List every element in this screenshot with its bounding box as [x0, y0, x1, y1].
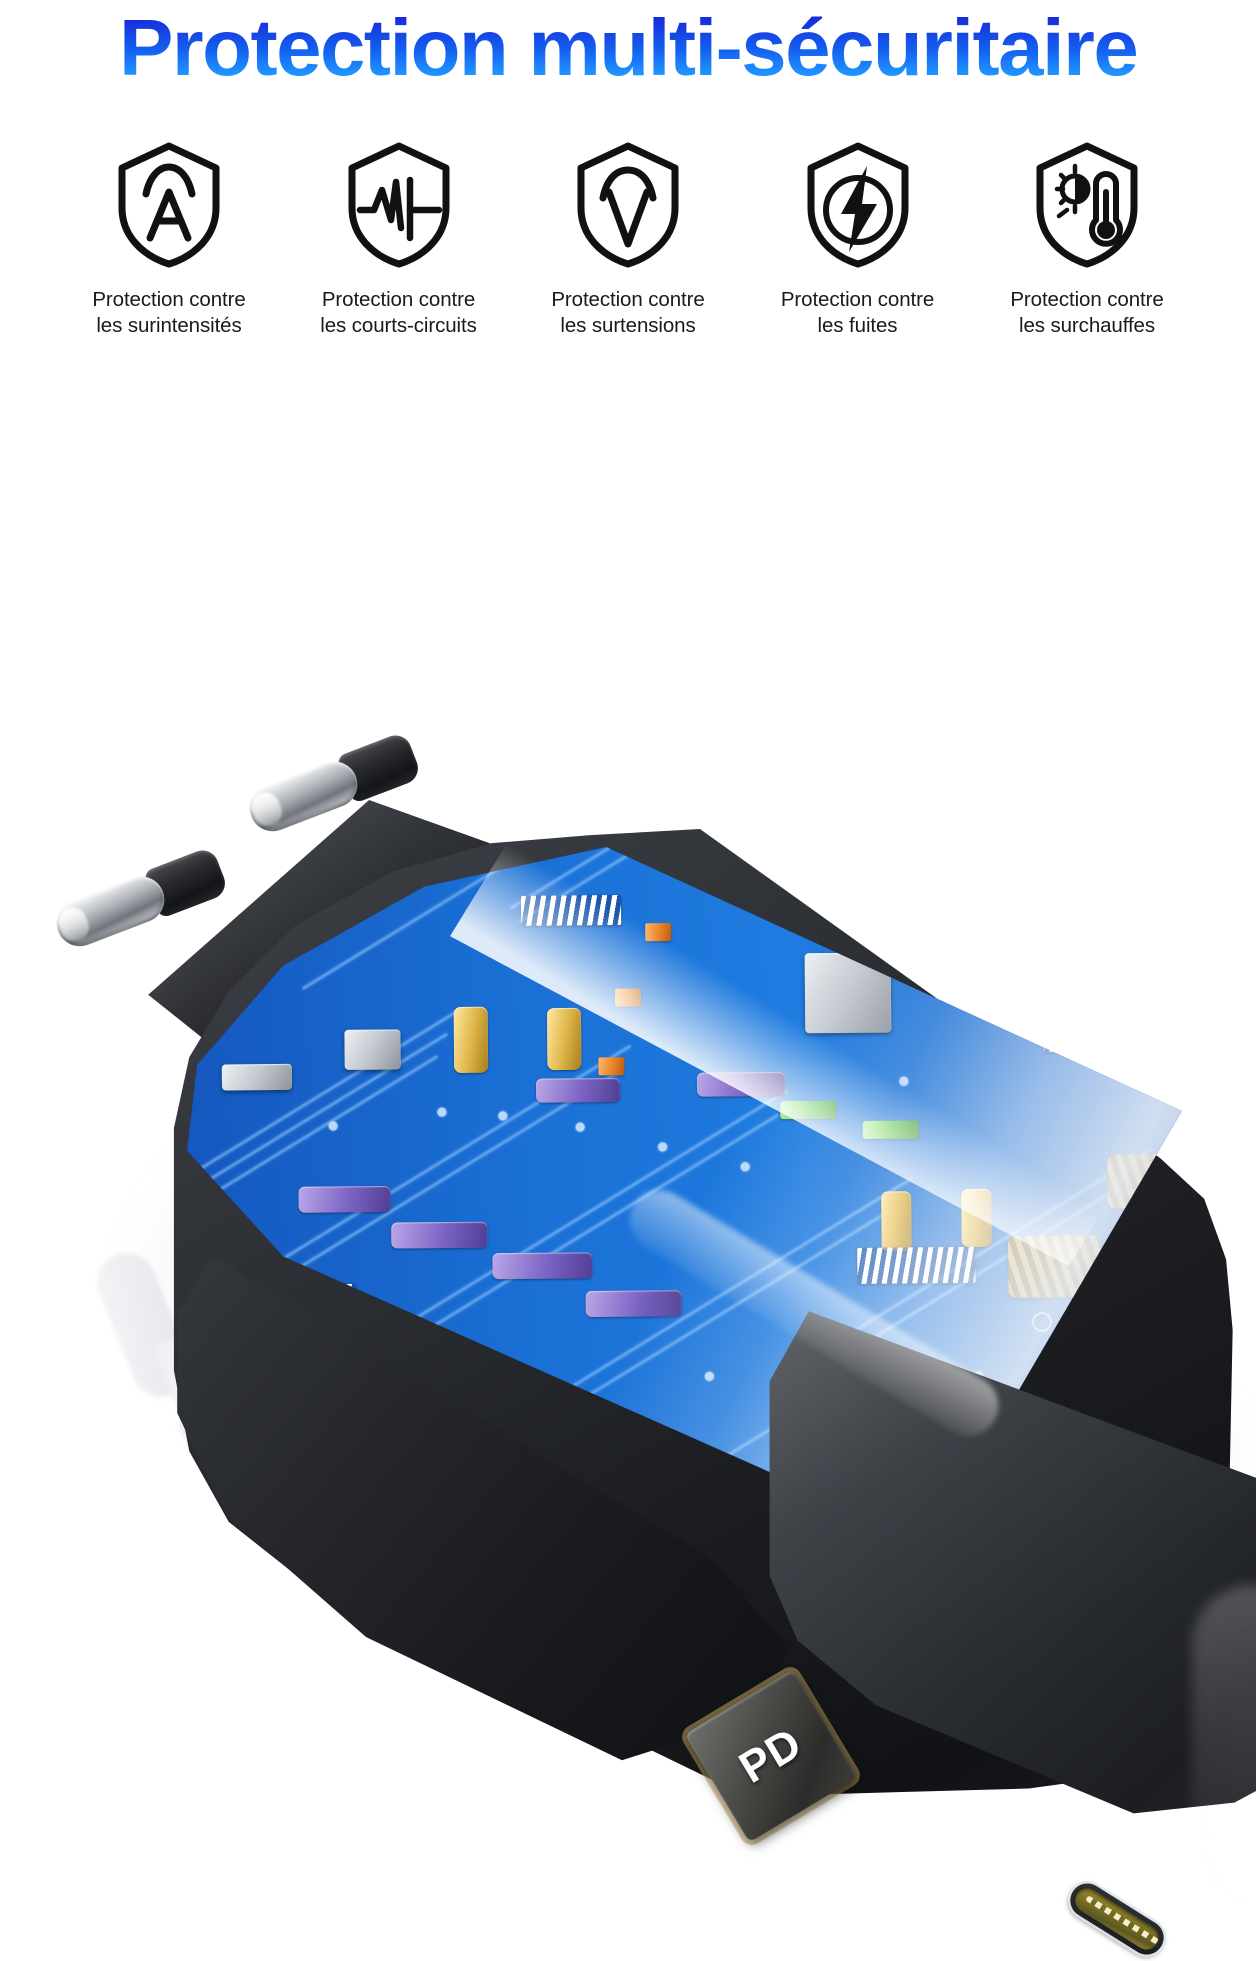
feature-label-line2: les fuites: [817, 313, 898, 337]
pcb-pin-header: [1043, 1023, 1134, 1053]
feature-item-overvoltage: Protection contre les surtensions: [519, 140, 737, 339]
feature-label-line2: les surchauffes: [1018, 313, 1155, 337]
pcb-resistor: [645, 923, 672, 942]
usb-c-port: [1063, 1877, 1171, 1961]
pcb-resistor-green: [780, 1100, 837, 1120]
cover-marking-dot: [1032, 1312, 1052, 1332]
feature-label-line1: Protection contre: [780, 288, 935, 311]
feature-label-overcurrent: Protection contre les surintensités: [92, 287, 245, 339]
pcb-capacitor-gold: [453, 1006, 489, 1074]
shield-lightning-icon: [805, 140, 911, 270]
protection-feature-row: Protection contre les surintensités Prot…: [60, 140, 1196, 355]
pcb-ic: [221, 1063, 292, 1091]
usb-c-port-pins: [1085, 1895, 1160, 1945]
pcb-pin-header: [857, 1246, 976, 1284]
feature-label-short-circuit: Protection contre les courts-circuits: [320, 287, 477, 339]
pcb-capacitor: [535, 1077, 621, 1103]
pcb-capacitor-gold: [546, 1007, 582, 1071]
feature-item-short-circuit: Protection contre les courts-circuits: [290, 140, 508, 339]
pcb-pin-header: [520, 895, 622, 926]
feature-label-line2: les courts-circuits: [320, 313, 477, 337]
feature-item-overheat: Protection contre les surchauffes: [978, 140, 1196, 339]
feature-label-line1: Protection contre: [551, 288, 705, 311]
shield-thermometer-icon: [1034, 140, 1140, 270]
feature-label-line1: Protection contre: [321, 288, 476, 311]
pcb-capacitor: [298, 1185, 391, 1213]
feature-item-leakage: Protection contre les fuites: [749, 140, 967, 339]
pcb-capacitor: [585, 1290, 682, 1318]
shield-ampere-icon: [116, 140, 222, 270]
pd-chip-label: PD: [731, 1718, 811, 1793]
shield-volt-icon: [575, 140, 681, 270]
feature-label-line1: Protection contre: [1010, 288, 1164, 311]
feature-item-overcurrent: Protection contre les surintensités: [60, 140, 278, 339]
usb-c-port-interior: [1070, 1883, 1164, 1955]
pcb-capacitor: [391, 1221, 488, 1249]
pcb-capacitor-gold: [961, 1188, 992, 1248]
pcb-capacitor: [492, 1252, 593, 1280]
product-photo-stage: PD: [0, 370, 1256, 1961]
feature-label-overheat: Protection contre les surchauffes: [1010, 287, 1163, 339]
charger-product-image: PD: [0, 370, 1256, 1961]
feature-label-overvoltage: Protection contre les surtensions: [551, 287, 704, 339]
feature-label-line1: Protection contre: [92, 288, 246, 311]
feature-label-line2: les surtensions: [560, 313, 696, 337]
feature-label-line2: les surintensités: [96, 313, 242, 337]
shield-waveform-icon: [346, 140, 452, 270]
pcb-resistor: [598, 1057, 625, 1076]
pcb-capacitor: [696, 1071, 786, 1097]
charger-body: PD: [152, 825, 1256, 1961]
feature-label-leakage: Protection contre les fuites: [781, 287, 934, 339]
page-title-bar: Protection multi-sécuritaire: [0, 0, 1256, 96]
pcb-resistor-green: [862, 1120, 919, 1139]
page-title: Protection multi-sécuritaire: [118, 3, 1139, 92]
pcb-resistor: [614, 988, 642, 1007]
pcb-capacitor-gold: [881, 1191, 912, 1252]
pcb-ic: [344, 1029, 401, 1070]
